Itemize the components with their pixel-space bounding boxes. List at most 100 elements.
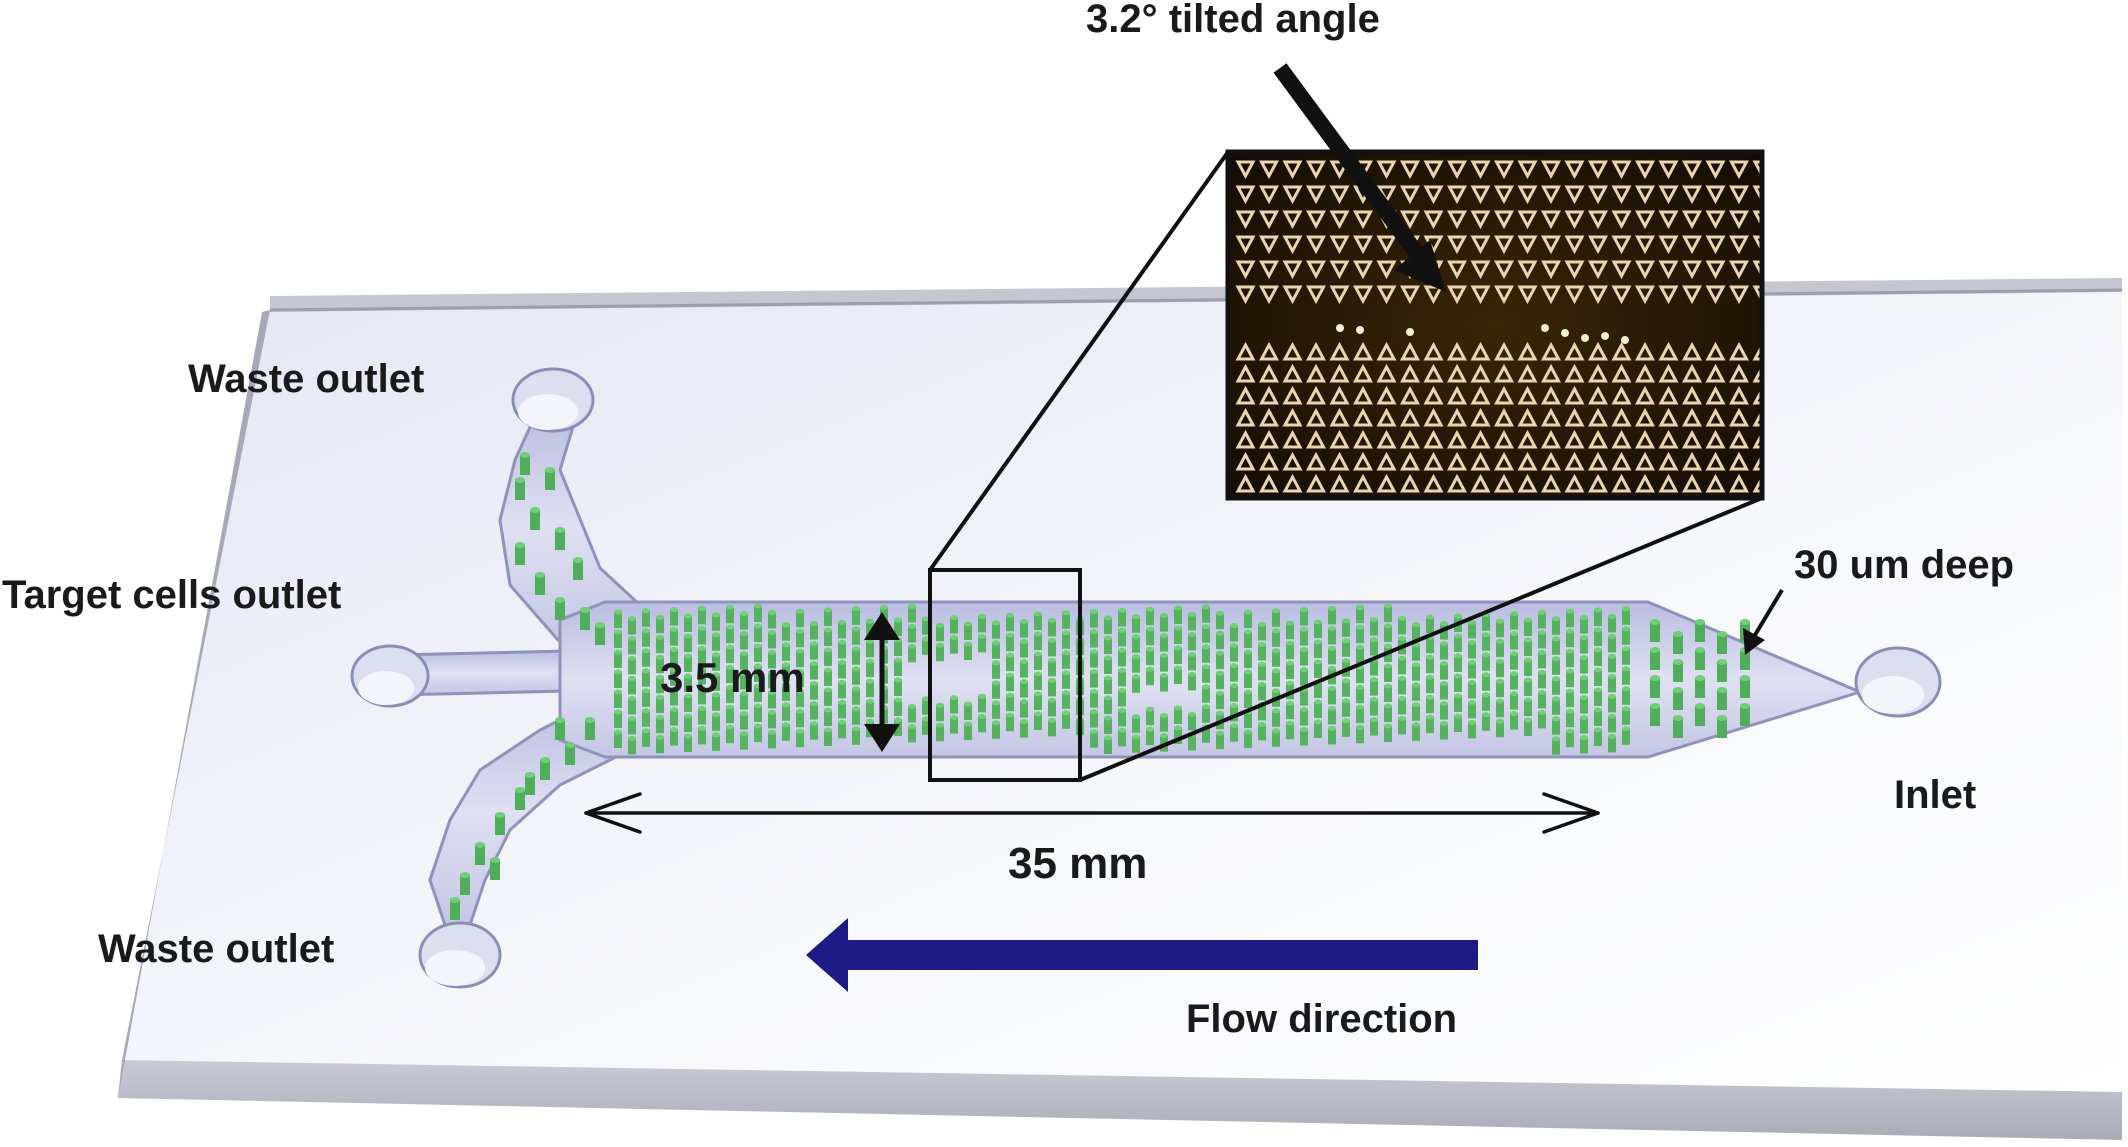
micropillar: [698, 665, 706, 685]
micropillar: [698, 685, 706, 705]
micrograph-triangle: [1728, 451, 1750, 471]
micropillar: [726, 624, 734, 644]
micropillar: [1496, 618, 1504, 638]
width-dimension-arrow: [864, 612, 900, 752]
micropillar: [1426, 674, 1434, 694]
micropillar: [1468, 699, 1476, 719]
micropillar: [726, 724, 734, 744]
micrograph-triangle: [1634, 363, 1656, 383]
micrograph-triangle: [1705, 385, 1726, 405]
micrograph-triangle: [1587, 341, 1609, 361]
micropillar: [768, 709, 776, 729]
micrograph-triangle: [1258, 285, 1280, 305]
micrograph-triangle: [1611, 363, 1632, 383]
micropillar: [1258, 621, 1266, 641]
micrograph-triangle: [1587, 363, 1609, 383]
micropillar: [852, 646, 860, 665]
micrograph-triangle: [1282, 285, 1303, 305]
micropillar: [698, 645, 706, 665]
micrograph-triangle: [1235, 185, 1256, 205]
micropillar: [1272, 628, 1280, 647]
micropillar: [1258, 641, 1266, 661]
micropillar: [1034, 611, 1042, 630]
micropillar: [796, 708, 804, 728]
micropillar: [1272, 708, 1280, 727]
micrograph-triangle: [1235, 341, 1256, 361]
micropillar: [1398, 695, 1406, 715]
micropillar: [1384, 663, 1392, 682]
micropillar: [628, 615, 636, 635]
micrograph-triangle: [1305, 235, 1327, 255]
micropillar: [1482, 632, 1490, 651]
micropillar: [768, 729, 776, 749]
micropillar: [726, 644, 734, 664]
micropillar: [1244, 669, 1252, 688]
micropillar: [1188, 631, 1196, 651]
micropillar: [712, 692, 720, 711]
micropillar: [1244, 689, 1252, 708]
micropillar: [1384, 703, 1392, 722]
micropillar: [1594, 667, 1602, 686]
micropillar: [475, 842, 485, 865]
micrograph-triangle: [1376, 341, 1397, 361]
micrograph-triangle: [1681, 385, 1703, 405]
micrograph-triangle: [1681, 407, 1703, 427]
micrograph-triangle: [1517, 160, 1538, 180]
micrograph-triangle: [1564, 451, 1585, 471]
micrograph-triangle: [1329, 235, 1350, 255]
micrograph-triangle: [1423, 363, 1444, 383]
micropillar: [1244, 729, 1252, 748]
micropillar: [1216, 650, 1224, 670]
micropillar: [520, 452, 530, 475]
micrograph-triangle: [1493, 341, 1515, 361]
micropillar: [1454, 653, 1462, 672]
micropillar: [1034, 651, 1042, 670]
micrograph-triangle: [1352, 451, 1374, 471]
micropillar: [712, 652, 720, 671]
micrograph-triangle: [1235, 385, 1256, 405]
micrograph-triangle: [1752, 474, 1762, 493]
micropillar: [1608, 613, 1616, 633]
micropillar: [1440, 701, 1448, 720]
micropillar: [782, 642, 790, 661]
micrograph-triangle: [1658, 160, 1679, 180]
micropillar: [1286, 620, 1294, 640]
micropillar: [1695, 703, 1705, 726]
micropillar: [1202, 684, 1210, 703]
micropillar: [1174, 665, 1182, 684]
micrograph-triangle: [1587, 473, 1609, 493]
micrograph-triangle: [1446, 260, 1468, 280]
micropillar: [460, 872, 470, 895]
micropillar: [1524, 717, 1532, 736]
micrograph-triangle: [1282, 363, 1303, 383]
micropillar: [1580, 635, 1588, 654]
micrograph-triangle: [1493, 185, 1515, 205]
micropillar: [936, 722, 944, 742]
micrograph-triangle: [1681, 285, 1703, 305]
micropillar: [1146, 606, 1154, 626]
micropillar: [1160, 713, 1168, 732]
micropillar: [1188, 711, 1196, 731]
micropillar: [810, 661, 818, 680]
micrograph-triangle: [1399, 160, 1421, 180]
micropillar: [1314, 699, 1322, 718]
micrograph-triangle: [1611, 260, 1632, 280]
micropillar: [1384, 603, 1392, 622]
micrograph-triangle: [1470, 185, 1491, 205]
micropillar: [1440, 641, 1448, 660]
micropillar: [866, 678, 874, 698]
micrograph-triangle: [1493, 160, 1515, 180]
micropillar: [585, 717, 595, 740]
micropillar: [1034, 711, 1042, 730]
micropillar: [1468, 659, 1476, 679]
micropillar: [684, 733, 692, 752]
micrograph-triangle: [1329, 385, 1350, 405]
micrograph-triangle: [1352, 363, 1374, 383]
micrograph-triangle: [1705, 473, 1726, 493]
micrograph-triangle: [1517, 210, 1538, 230]
micrograph-triangle: [1611, 235, 1632, 255]
micrograph-triangle: [1658, 210, 1679, 230]
micropillar: [796, 688, 804, 708]
micropillar: [1300, 627, 1308, 646]
micropillar: [1370, 637, 1378, 656]
